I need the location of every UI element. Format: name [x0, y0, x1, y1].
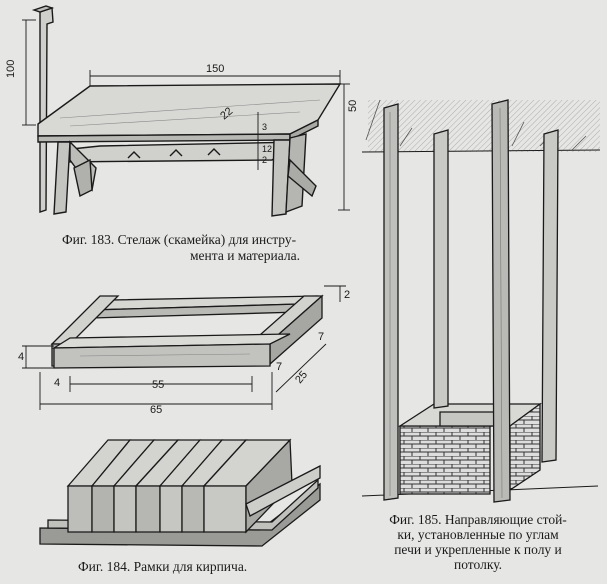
fig184-brick-stack: [39, 438, 321, 547]
fig185-posts-drawing: [361, 99, 601, 503]
fig184-dimension-lines: [22, 285, 346, 410]
fig185-caption-line4: потолку.: [454, 557, 502, 572]
fig184-caption: Фиг. 184. Рамки для кирпича.: [78, 559, 248, 574]
dim-184-top-thickness: 2: [344, 289, 350, 301]
fig183-caption-line2: мента и материала.: [190, 248, 300, 263]
dim-184-inner-length: 55: [152, 379, 164, 391]
dim-183-board-thickness: 3: [262, 122, 267, 132]
dim-184-height: 4: [18, 351, 24, 363]
dim-183-bottom-board: 2: [262, 155, 267, 165]
fig184-frame-drawing: [50, 294, 324, 369]
fig185-caption-line3: печи и укрепленные к полу и: [394, 542, 562, 557]
dim-184-end-offset: 4: [54, 377, 60, 389]
fig183-caption-line1: Фиг. 183. Стелаж (скамейка) для инстру-: [62, 232, 297, 247]
dim-183-back-height: 100: [5, 60, 17, 78]
fig183-bench-drawing: [31, 5, 342, 217]
fig183-dimension-lines: [22, 19, 350, 211]
dim-184-outer-length: 65: [150, 404, 162, 416]
dim-184-width: 25: [293, 369, 310, 386]
dim-184-depth-a: 7: [276, 361, 282, 373]
dim-183-height: 50: [347, 100, 359, 112]
fig185-caption: Фиг. 185. Направляющие стой- ки, установ…: [358, 512, 598, 572]
fig183-caption: Фиг. 183. Стелаж (скамейка) для инстру- …: [62, 232, 322, 264]
fig185-caption-line2: ки, установленные по углам: [397, 527, 559, 542]
fig185-caption-line1: Фиг. 185. Направляющие стой-: [389, 512, 567, 527]
dim-184-depth-b: 7: [318, 331, 324, 343]
dim-183-gap: 12: [262, 144, 272, 154]
dim-183-length: 150: [206, 63, 224, 75]
